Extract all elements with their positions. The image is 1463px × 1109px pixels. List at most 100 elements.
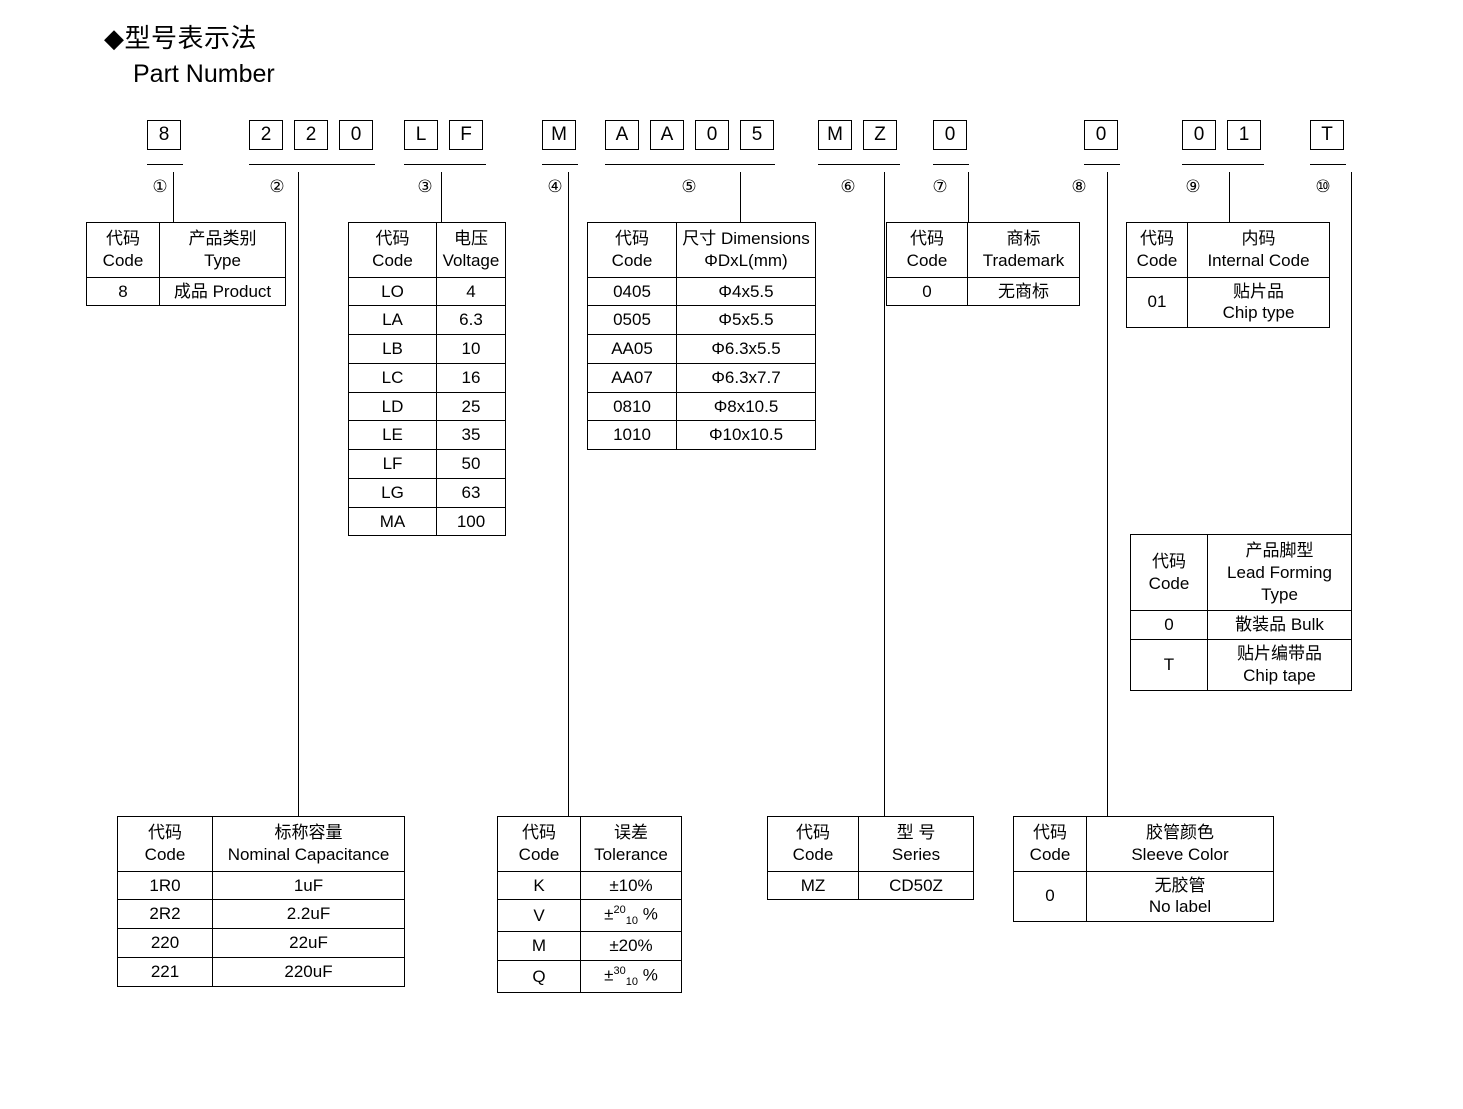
tolerance-sup: 20 (613, 904, 626, 917)
segment-index-7: ⑦ (932, 177, 948, 196)
cell-value: Φ10x10.5 (676, 420, 816, 450)
table-row: T 贴片编带品 Chip tape (1130, 639, 1352, 691)
cell-value: 50 (436, 449, 506, 479)
cell-code: LC (348, 362, 437, 393)
table-trademark: 代码 Code 商标 Trademark 0 无商标 (886, 222, 1080, 307)
cell-code: V (497, 899, 581, 933)
cell-code: 8 (86, 276, 160, 307)
table-row: MZ CD50Z (767, 870, 974, 901)
pn-char: T (1310, 120, 1344, 150)
table-voltage-header-title: 电压 Voltage (436, 222, 506, 278)
segment-index-5: ⑤ (681, 177, 697, 196)
cell-value: CD50Z (858, 870, 974, 901)
segment-index-4: ④ (547, 177, 563, 196)
leader-line-5 (740, 172, 741, 222)
table-dimensions-header-code: 代码 Code (587, 222, 677, 278)
cell-value: 1uF (212, 870, 405, 901)
table-row: V ±2010 % (497, 899, 682, 933)
leader-line-10 (1351, 172, 1352, 534)
tolerance-sup: 30 (613, 965, 626, 978)
table-trademark-header-title: 商标 Trademark (967, 222, 1080, 278)
segment-rule (818, 164, 900, 165)
cell-code: LO (348, 276, 437, 307)
table-row: 01 贴片品 Chip type (1126, 276, 1330, 328)
cell-code: 0405 (587, 276, 677, 307)
page-title-cn: ◆型号表示法 (104, 23, 257, 53)
cell-value: Φ8x10.5 (676, 391, 816, 422)
segment-rule (404, 164, 486, 165)
cell-value: 220uF (212, 956, 405, 987)
cell-code: 221 (117, 956, 213, 987)
cell-code: MA (348, 506, 437, 537)
cell-value: 4 (436, 276, 506, 307)
cell-code: LF (348, 449, 437, 479)
pn-char: F (449, 120, 483, 150)
pn-char: Z (863, 120, 897, 150)
leader-line-6 (884, 172, 885, 816)
pn-char: 2 (249, 120, 283, 150)
pn-char: 0 (1182, 120, 1216, 150)
pn-char: 1 (1227, 120, 1261, 150)
cell-value: Φ6.3x7.7 (676, 362, 816, 393)
table-type: 代码 Code 产品类别 Type 8 成品 Product (86, 222, 286, 307)
segment-index-10: ⑩ (1315, 177, 1331, 196)
table-sleeve-color-header-title: 胶管颜色 Sleeve Color (1086, 816, 1274, 872)
table-row: 0 散装品 Bulk (1130, 610, 1352, 640)
pn-char: 0 (339, 120, 373, 150)
table-row: 8 成品 Product (86, 276, 286, 307)
cell-code: LG (348, 477, 437, 508)
cell-value: 无胶管 No label (1086, 870, 1274, 922)
segment-index-3: ③ (417, 177, 433, 196)
table-row: M ±20% (497, 931, 682, 962)
cell-code: LA (348, 305, 437, 335)
pn-char: 0 (1084, 120, 1118, 150)
table-lead-forming-header-title: 产品脚型 Lead Forming Type (1207, 533, 1352, 612)
pn-char: 2 (294, 120, 328, 150)
segment-index-8: ⑧ (1071, 177, 1087, 196)
table-type-header-code: 代码 Code (86, 222, 160, 278)
pn-char: A (650, 120, 684, 150)
segment-rule (1182, 164, 1264, 165)
cell-value: 16 (436, 362, 506, 393)
pn-char: 0 (695, 120, 729, 150)
cell-value: 2.2uF (212, 899, 405, 929)
table-dimensions-header-title: 尺寸 Dimensions ΦDxL(mm) (676, 222, 816, 278)
segment-index-6: ⑥ (840, 177, 856, 196)
pn-char: 5 (740, 120, 774, 150)
table-series: 代码 Code 型 号 Series MZ CD50Z (767, 816, 974, 901)
cell-code: 1010 (587, 420, 677, 450)
cell-value: Φ5x5.5 (676, 305, 816, 335)
cell-code: M (497, 931, 581, 962)
cell-code: 0810 (587, 391, 677, 422)
table-internal-code-header-code: 代码 Code (1126, 222, 1188, 278)
table-type-header-title: 产品类别 Type (159, 222, 286, 278)
table-tolerance: 代码 Code 误差 Tolerance K ±10% V ±2010 % M … (497, 816, 682, 994)
leader-line-3 (441, 172, 442, 222)
cell-code: AA07 (587, 362, 677, 393)
leader-line-4 (568, 172, 569, 816)
segment-rule (1310, 164, 1346, 165)
table-internal-code-header-title: 内码 Internal Code (1187, 222, 1330, 278)
cell-value: ±3010 % (580, 960, 682, 994)
table-row: 0 无胶管 No label (1013, 870, 1274, 922)
cell-value: 100 (436, 506, 506, 537)
cell-value: 散装品 Bulk (1207, 610, 1352, 640)
leader-line-1 (173, 172, 174, 222)
table-internal-code: 代码 Code 内码 Internal Code 01 贴片品 Chip typ… (1126, 222, 1330, 328)
table-lead-forming: 代码 Code 产品脚型 Lead Forming Type 0 散装品 Bul… (1130, 533, 1352, 691)
table-tolerance-header-code: 代码 Code (497, 816, 581, 872)
